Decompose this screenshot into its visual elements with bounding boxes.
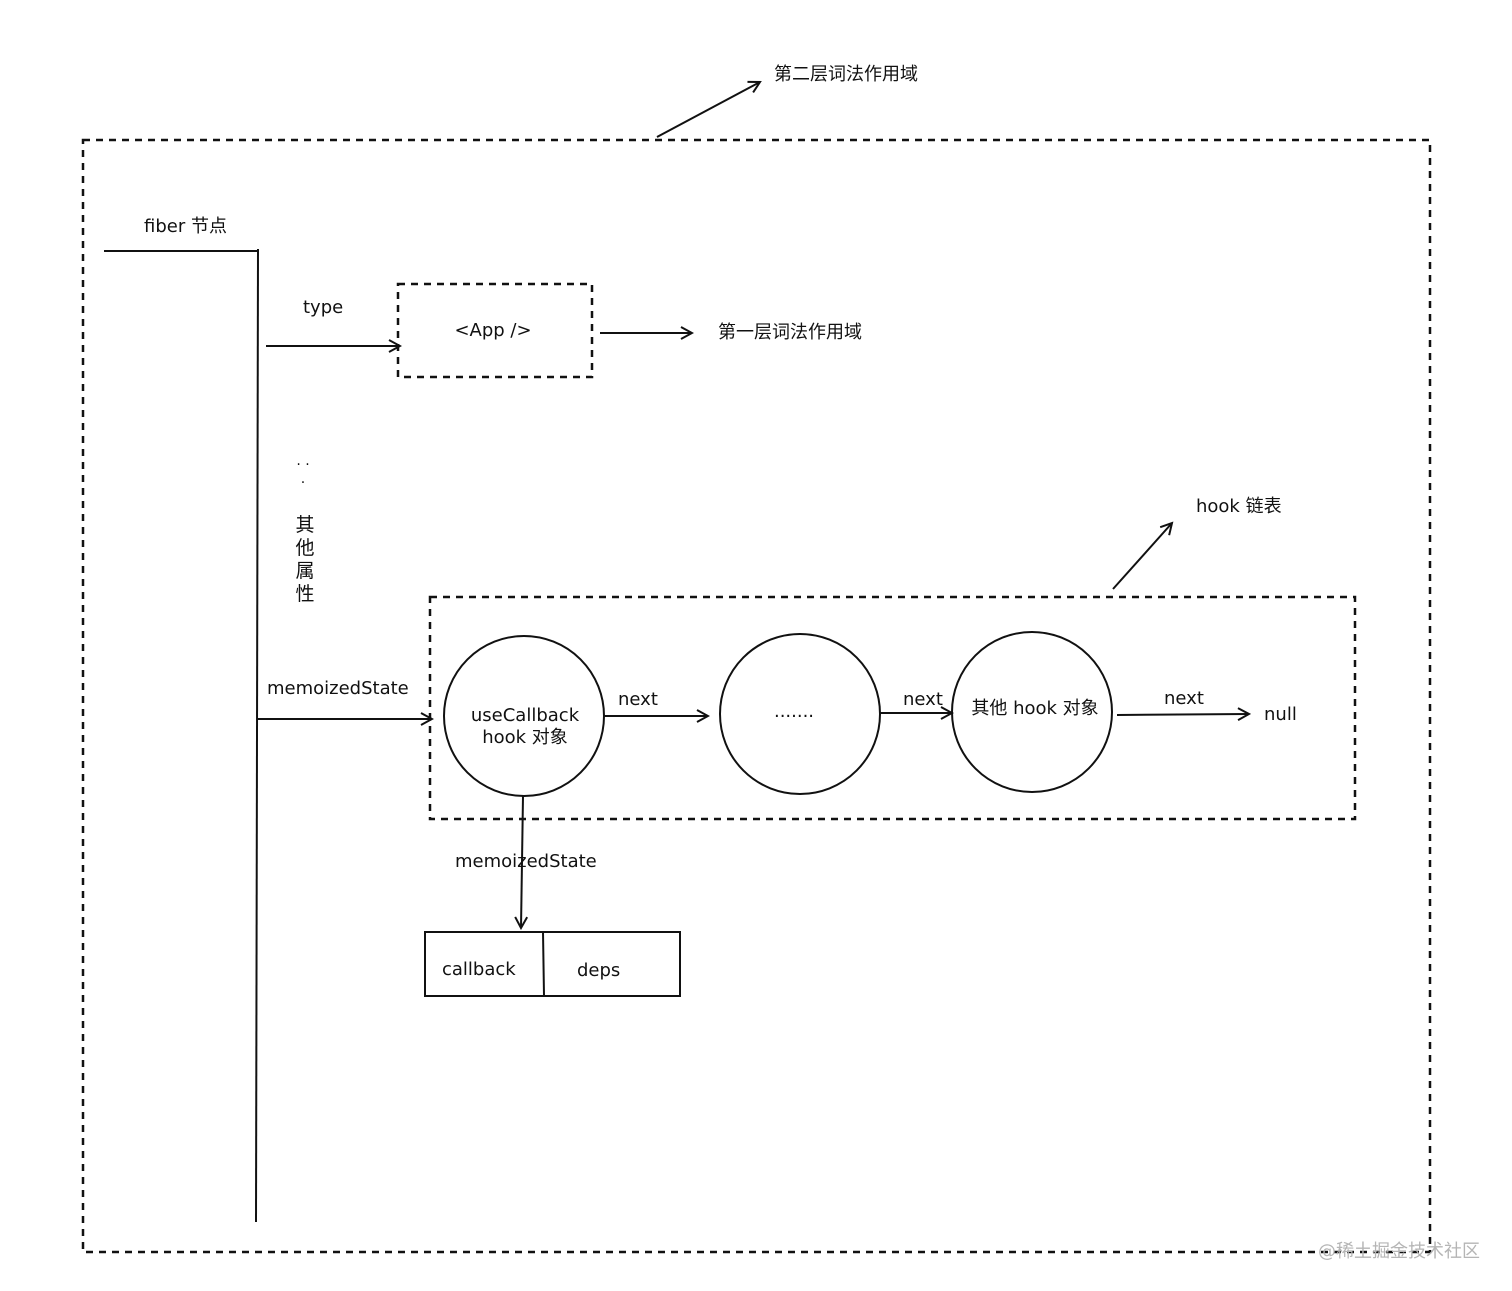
hook-memoized-state-label: memoizedState bbox=[455, 851, 597, 872]
outer-scope-label: 第二层词法作用域 bbox=[774, 64, 918, 85]
usecallback-hook-label-line1: useCallback bbox=[470, 705, 580, 726]
app-component-box bbox=[396, 282, 594, 379]
memoized-state-box bbox=[424, 931, 681, 997]
null-label: null bbox=[1264, 704, 1297, 725]
callback-label: callback bbox=[442, 959, 516, 980]
memoized-state-box-divider bbox=[542, 931, 545, 997]
hook-list-arrow bbox=[1112, 523, 1172, 590]
hook-memoized-state-arrow bbox=[521, 795, 523, 928]
other-hook-node bbox=[951, 631, 1113, 793]
app-component-label: <App /> bbox=[454, 320, 532, 341]
other-props-label: 其他属性 bbox=[295, 514, 315, 605]
other-props-dots: · · · bbox=[296, 457, 310, 491]
outer-scope-arrow bbox=[656, 82, 760, 138]
hook-list-label: hook 链表 bbox=[1196, 496, 1282, 517]
type-label: type bbox=[303, 297, 344, 318]
usecallback-hook-label-line2: hook 对象 bbox=[482, 727, 568, 748]
inner-scope-label: 第一层词法作用域 bbox=[718, 322, 862, 343]
ellipsis-node-label: ....... bbox=[773, 701, 815, 722]
fiber-node-label: fiber 节点 bbox=[144, 216, 227, 237]
outer-scope-box bbox=[81, 138, 1432, 1254]
next-arrow-3 bbox=[1116, 714, 1249, 715]
watermark: @稀土掘金技术社区 bbox=[1318, 1241, 1480, 1262]
fiber-node-spine bbox=[255, 248, 259, 1223]
other-hook-label: 其他 hook 对象 bbox=[971, 698, 1099, 719]
memoized-state-label: memoizedState bbox=[267, 678, 409, 699]
deps-label: deps bbox=[577, 960, 621, 981]
next-label-2: next bbox=[903, 689, 943, 710]
next-label-3: next bbox=[1164, 688, 1204, 709]
next-label-1: next bbox=[618, 689, 658, 710]
